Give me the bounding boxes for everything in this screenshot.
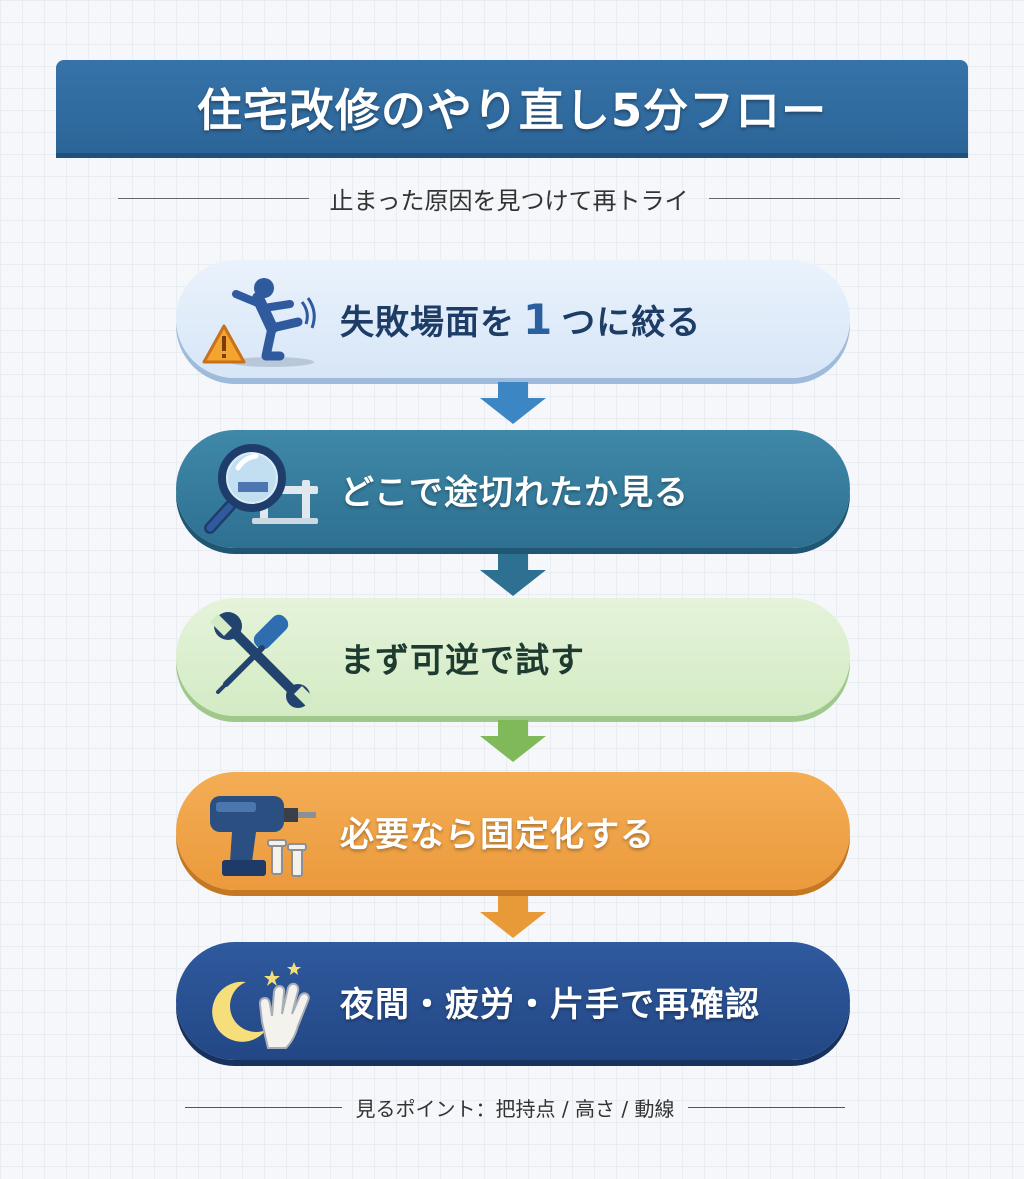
- drill-screws-icon: [210, 796, 316, 877]
- magnifying-glass-rail-icon: [204, 444, 318, 534]
- person-slipping-warning-icon: [202, 278, 316, 367]
- subtitle-right-rule: [708, 197, 901, 199]
- footer-left-rule: [185, 1106, 342, 1108]
- page-title: 住宅改修のやり直し5分フロー: [196, 84, 828, 137]
- subtitle-left-rule: [118, 197, 310, 199]
- step-5-label: 夜間・疲労・片手で再確認: [340, 984, 760, 1025]
- flow-step-3: まず可逆で試す: [176, 598, 850, 716]
- moon-stars-hand-icon: [212, 962, 310, 1049]
- subtitle: 止まった原因を見つけて再トライ: [329, 186, 689, 215]
- flow-step-5: 夜間・疲労・片手で再確認: [176, 942, 850, 1060]
- flow-step-2: どこで途切れたか見る: [176, 430, 850, 548]
- flow-arrow-2: [480, 554, 546, 596]
- flow-arrow-1: [480, 382, 546, 424]
- subtitle-row: 止まった原因を見つけて再トライ: [118, 180, 901, 216]
- footer-right-rule: [688, 1106, 845, 1108]
- flow-arrow-3: [480, 720, 546, 762]
- footer-note: 見るポイント：把持点 / 高さ / 動線: [355, 1096, 675, 1121]
- step-1-label-post: つに絞る: [561, 302, 702, 343]
- wrench-screwdriver-icon: [210, 612, 314, 708]
- step-3-label: まず可逆で試す: [340, 640, 585, 681]
- flow-step-4: 必要なら固定化する: [176, 772, 850, 890]
- footer-row: 見るポイント：把持点 / 高さ / 動線: [185, 1090, 845, 1124]
- step-1-label-pre: 失敗場面を: [340, 302, 515, 343]
- step-4-label: 必要なら固定化する: [340, 814, 655, 855]
- step-1-label-num: 1: [523, 294, 554, 344]
- title-banner: 住宅改修のやり直し5分フロー: [56, 60, 968, 158]
- step-2-label: どこで途切れたか見る: [340, 472, 689, 513]
- flow-arrow-4: [480, 896, 546, 938]
